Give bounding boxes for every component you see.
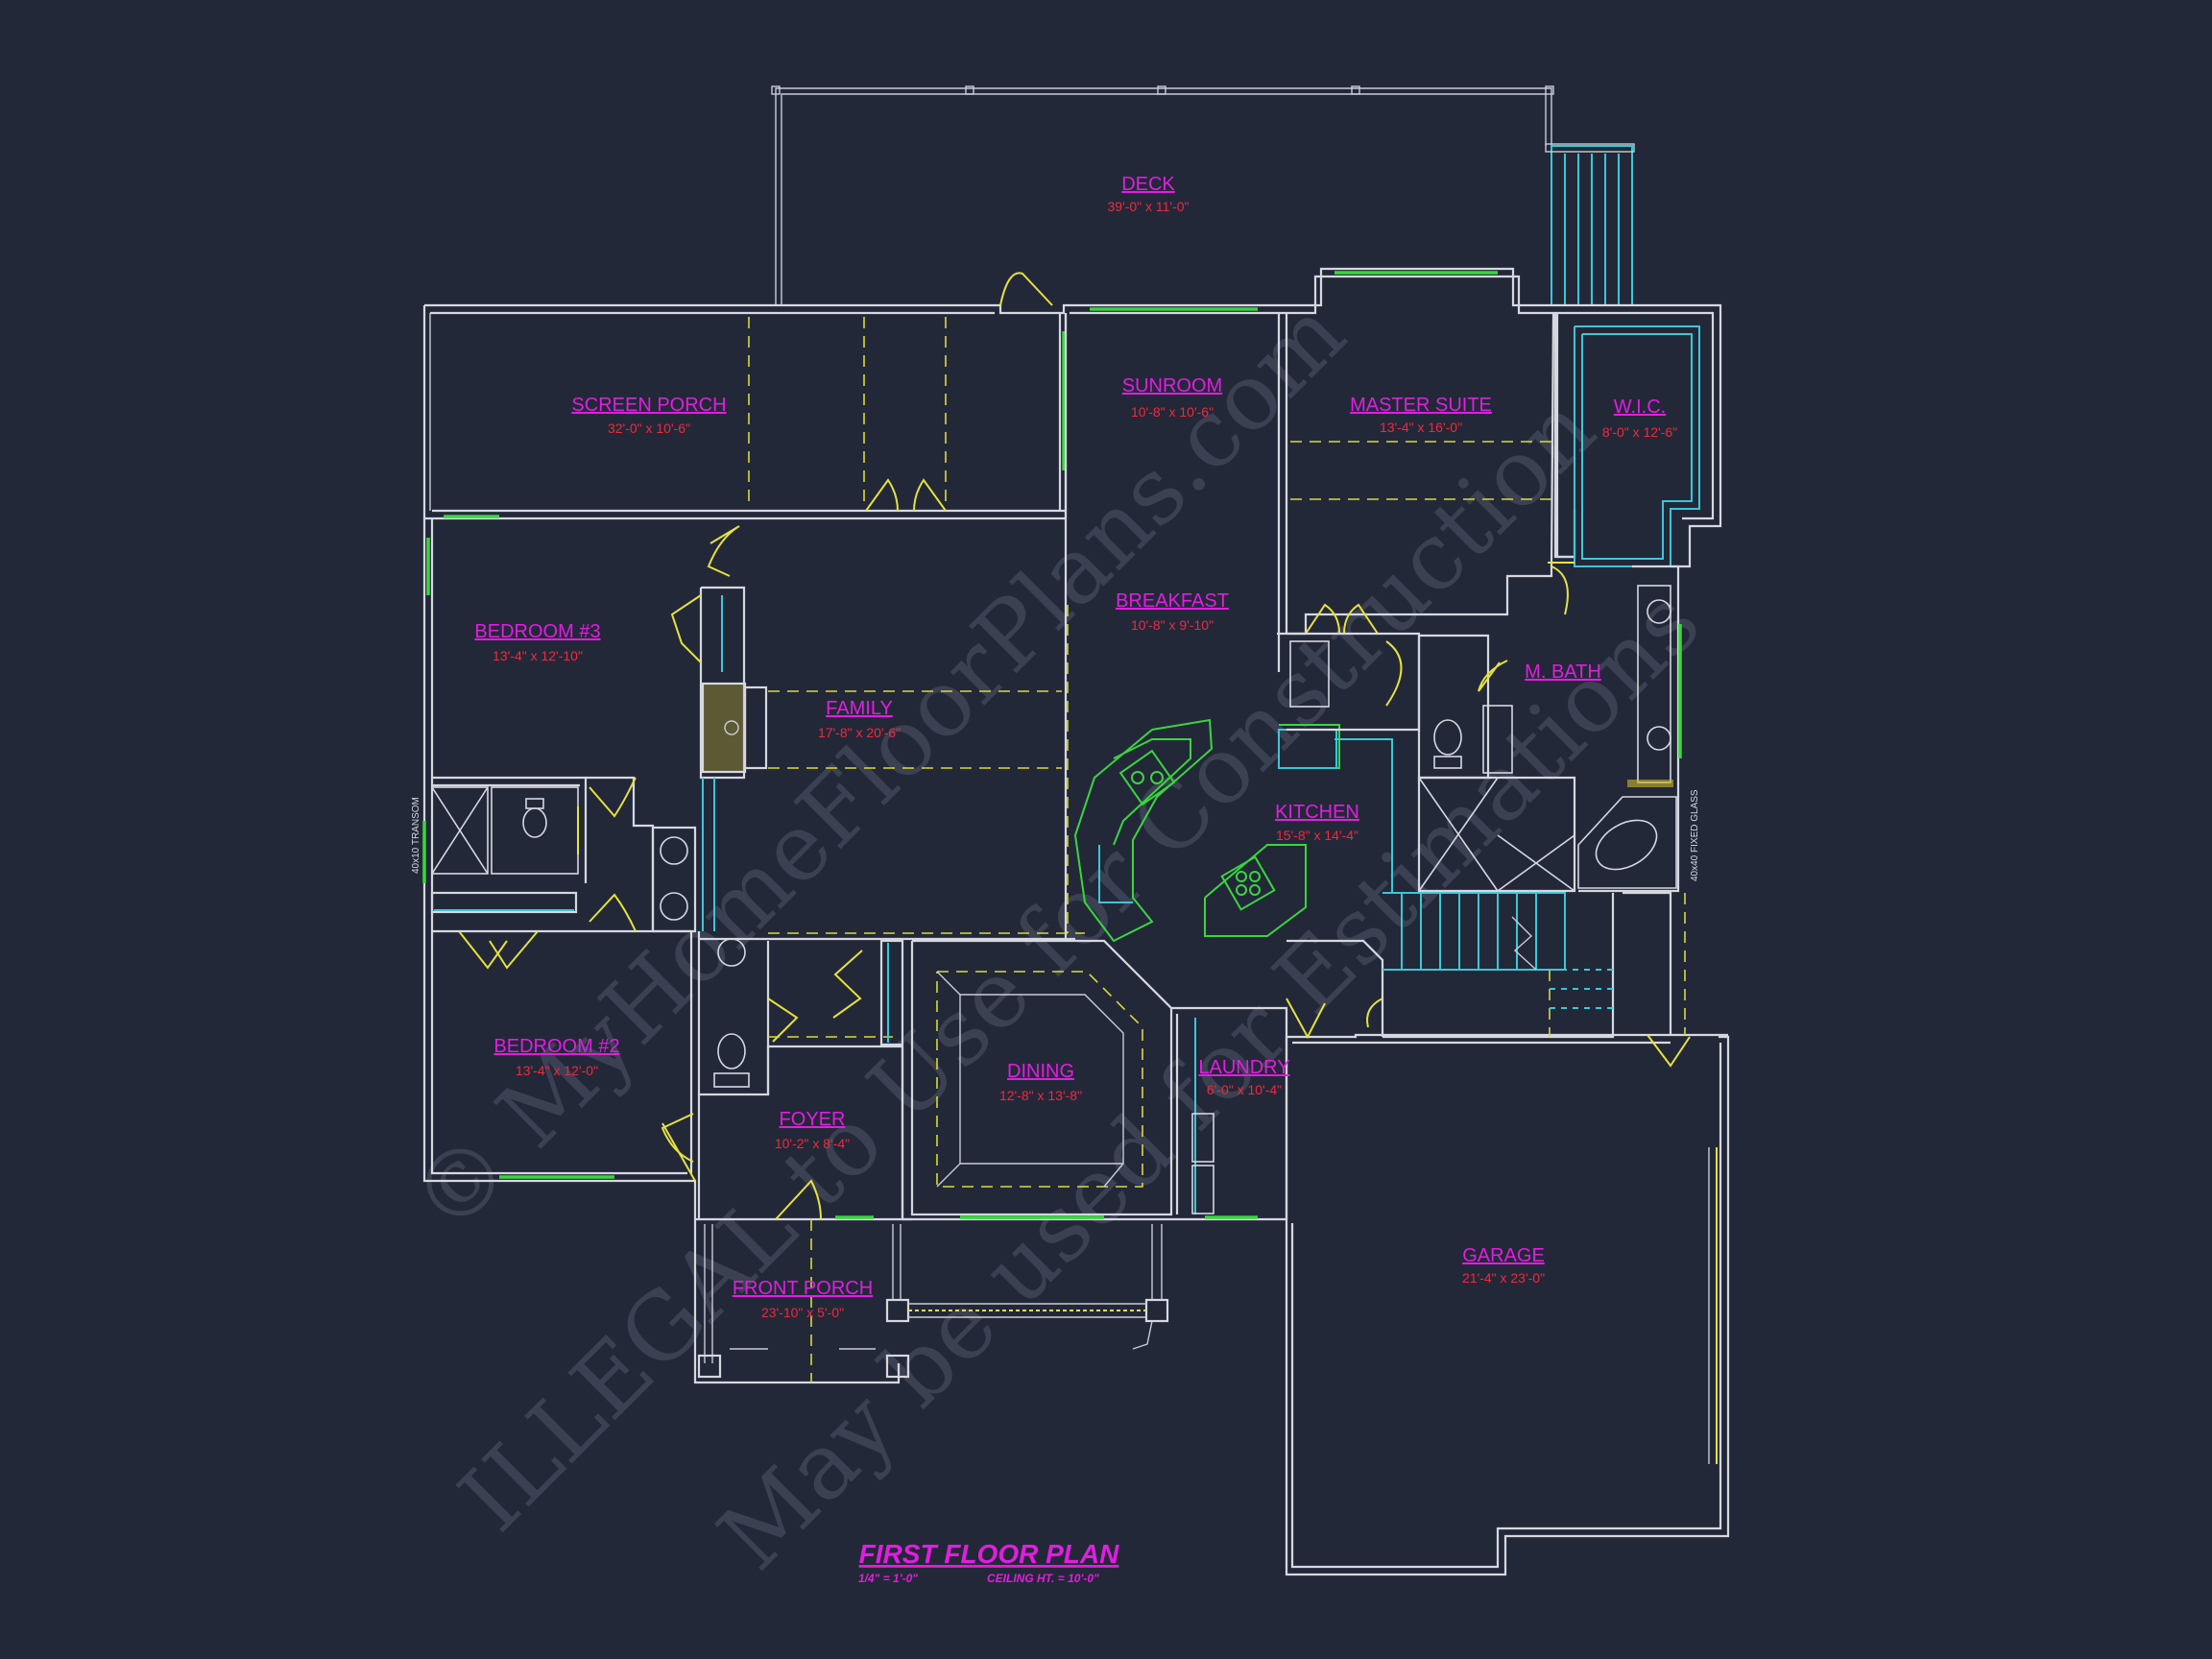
room-dim-front-porch: 23'-10" x 5'-0" [761, 1305, 844, 1320]
walk-in-closet [1555, 313, 1700, 567]
room-dim-foyer: 10'-2" x 8'-4" [775, 1136, 850, 1151]
transom-note: 40x10 TRANSOM [411, 797, 421, 874]
room-dim-laundry: 6'-0" x 10'-4" [1207, 1082, 1282, 1097]
title-block: FIRST FLOOR PLAN 1/4" = 1'-0" CEILING HT… [858, 1539, 1119, 1585]
room-dim-breakfast: 10'-8" x 9'-10" [1131, 617, 1214, 633]
room-dim-family: 17'-8" x 20'-6" [818, 725, 901, 740]
room-dim-master-suite: 13'-4" x 16'-0" [1380, 420, 1462, 435]
room-name-family: FAMILY [826, 698, 893, 719]
room-dim-dining: 12'-8" x 13'-8" [999, 1088, 1082, 1103]
room-name-master-suite: MASTER SUITE [1350, 395, 1492, 416]
room-name-breakfast: BREAKFAST [1116, 590, 1229, 612]
room-name-bedroom-3: BEDROOM #3 [474, 621, 600, 642]
room-name-kitchen: KITCHEN [1275, 802, 1359, 823]
plan-title: FIRST FLOOR PLAN [859, 1539, 1119, 1569]
room-name-bedroom-2: BEDROOM #2 [493, 1036, 619, 1057]
front-porch [697, 1224, 1169, 1379]
room-name-master-bath: M. BATH [1525, 661, 1601, 683]
room-labels: DECK 39'-0" x 11'-0" SCREEN PORCH 32'-0"… [474, 174, 1677, 1320]
fixed-glass-note: 40x40 FIXED GLASS [1690, 789, 1700, 881]
room-dim-bedroom-3: 13'-4" x 12'-10" [493, 648, 583, 663]
sunroom-breakfast [1064, 313, 1288, 941]
scale-note: 1/4" = 1'-0" [858, 1572, 918, 1585]
room-name-garage: GARAGE [1462, 1245, 1545, 1266]
master-bath [1277, 562, 1682, 893]
foyer [661, 1046, 904, 1382]
exterior-walls [422, 267, 1730, 1576]
dining [910, 939, 1173, 1219]
watermark: © MyHomeFloorPlans.com ILLEGAL to Use fo… [391, 279, 1720, 1590]
room-dim-garage: 21'-4" x 23'-0" [1462, 1270, 1545, 1286]
room-dim-wic: 8'-0" x 12'-6" [1602, 424, 1677, 440]
stairs [1366, 891, 1691, 1068]
room-dim-screen-porch: 32'-0" x 10'-6" [608, 421, 690, 436]
deck [771, 85, 1635, 306]
hall-bath [422, 776, 715, 1173]
room-dim-bedroom-2: 13'-4" x 12'-0" [516, 1063, 598, 1078]
ceiling-note: CEILING HT. = 10'-0" [987, 1572, 1099, 1585]
laundry [1171, 998, 1326, 1219]
bedroom-2 [499, 1113, 694, 1179]
screen-porch [424, 272, 1258, 520]
room-name-foyer: FOYER [780, 1109, 846, 1130]
room-name-front-porch: FRONT PORCH [733, 1278, 873, 1299]
room-name-screen-porch: SCREEN PORCH [571, 395, 726, 416]
room-dim-deck: 39'-0" x 11'-0" [1107, 199, 1189, 214]
room-dim-sunroom: 10'-8" x 10'-6" [1131, 404, 1214, 420]
room-name-dining: DINING [1007, 1061, 1074, 1082]
room-dim-kitchen: 15'-8" x 14'-4" [1276, 828, 1358, 843]
room-name-wic: W.I.C. [1614, 397, 1666, 418]
room-name-laundry: LAUNDRY [1198, 1057, 1289, 1078]
room-name-sunroom: SUNROOM [1122, 375, 1222, 397]
room-name-deck: DECK [1121, 174, 1175, 195]
